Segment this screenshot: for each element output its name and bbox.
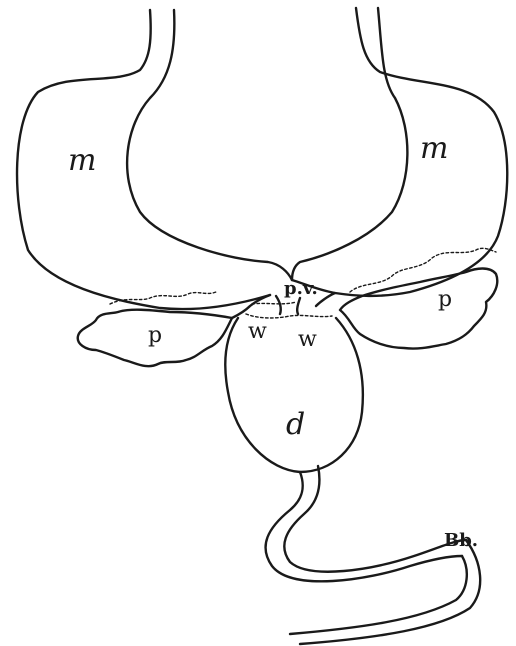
pylorus-label: p.v. (284, 278, 318, 299)
pylorus-right-wall (316, 293, 335, 306)
duodenum-bulb (225, 318, 363, 472)
right-stomach-label: m (420, 131, 448, 166)
right-stomach-outer (292, 8, 507, 296)
right-w-label: w (298, 327, 317, 352)
right-pancreas-label: p (438, 287, 452, 312)
signature-label: Bb. (444, 530, 478, 551)
left-pancreas-label: p (148, 323, 162, 348)
right-pancreas (340, 269, 497, 349)
pylorus-left-wall (232, 295, 270, 318)
right-stomach-inner (292, 8, 407, 280)
left-w-label: w (248, 319, 267, 344)
intestine-tube-lower (284, 466, 466, 572)
left-stomach-inner (127, 10, 292, 280)
left-stomach-label: m (68, 143, 96, 178)
duodenum-label: d (286, 407, 305, 442)
left-stomach-outer (17, 10, 270, 309)
